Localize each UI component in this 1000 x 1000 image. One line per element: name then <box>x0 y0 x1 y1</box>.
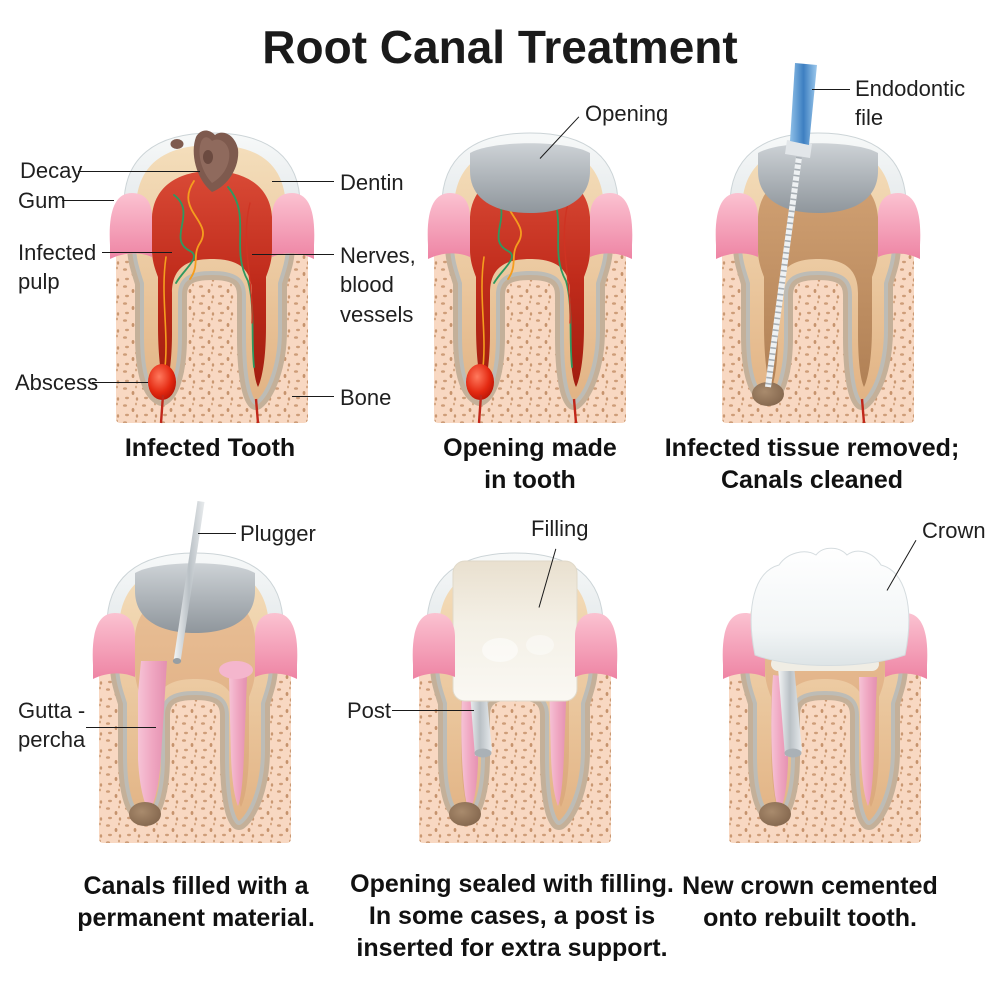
leader-line-post <box>392 710 474 711</box>
label-gutta-percha: Gutta - percha <box>18 698 86 753</box>
tooth-illustration-opening-made <box>427 132 633 424</box>
caption-opening-made: Opening made in tooth <box>443 434 617 494</box>
label-opening: Opening <box>585 101 669 126</box>
leader-line-nerves-blood-vessels <box>252 254 334 255</box>
caption-crown-cemented: New crown cemented onto rebuilt tooth. <box>682 872 938 932</box>
tooth-illustration-canals-filled <box>92 501 298 843</box>
label-dentin: Dentin <box>340 170 404 195</box>
leader-line-abscess <box>92 382 148 383</box>
caption-infected-tooth: Infected Tooth <box>124 434 296 462</box>
tooth-illustration-crown-cemented <box>722 547 928 843</box>
leader-line-endodontic-file <box>812 89 850 90</box>
label-bone: Bone <box>340 385 392 410</box>
label-crown: Crown <box>922 518 986 543</box>
leader-line-dentin <box>272 181 334 182</box>
tooth-illustration-opening-sealed <box>412 552 618 843</box>
leader-line-infected-pulp <box>102 252 172 253</box>
label-plugger: Plugger <box>240 521 316 546</box>
leader-line-gutta-percha <box>86 727 156 728</box>
label-abscess: Abscess <box>15 370 99 395</box>
leader-line-decay <box>78 171 200 172</box>
label-gum: Gum <box>18 188 66 213</box>
label-decay: Decay <box>20 158 83 183</box>
label-filling: Filling <box>531 516 589 541</box>
leader-line-bone <box>292 396 334 397</box>
leader-line-plugger <box>198 533 236 534</box>
caption-opening-sealed: Opening sealed with filling. In some cas… <box>350 870 674 962</box>
caption-canals-cleaned: Infected tissue removed; Canals cleaned <box>664 434 960 494</box>
label-endodontic-file: Endodontic file <box>855 76 966 131</box>
label-nerves-blood-vessels: Nerves, blood vessels <box>340 243 416 327</box>
label-infected-pulp: Infected pulp <box>18 240 97 295</box>
tooth-illustration-infected-tooth <box>109 130 315 424</box>
leader-line-gum <box>62 200 114 201</box>
caption-canals-filled: Canals filled with a permanent material. <box>77 872 315 932</box>
page-title: Root Canal Treatment <box>262 21 738 73</box>
tooth-illustration-canals-cleaned <box>715 63 921 424</box>
label-post: Post <box>347 698 392 723</box>
